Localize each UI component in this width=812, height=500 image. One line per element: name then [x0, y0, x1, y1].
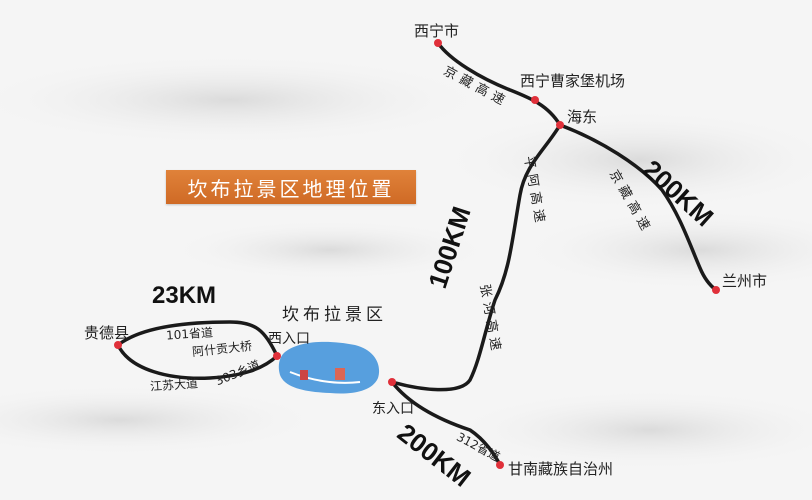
- road-jingzang-east: [558, 123, 718, 292]
- label-east-entrance: 东入口: [372, 401, 414, 417]
- label-xining: 西宁市: [414, 22, 460, 40]
- label-airport: 西宁曹家堡机场: [520, 72, 626, 90]
- marker-xining: [434, 39, 442, 47]
- road-312: [390, 380, 502, 467]
- road-pinga-zhanghe: [390, 123, 562, 392]
- label-guide: 贵德县: [84, 324, 130, 342]
- scenic-area-label: 坎布拉景区: [282, 305, 387, 325]
- label-haidong: 海东: [567, 108, 598, 126]
- marker-lanzhou: [712, 286, 720, 294]
- label-lanzhou: 兰州市: [722, 272, 768, 290]
- label-gannan: 甘南藏族自治州: [508, 460, 614, 478]
- map-title: 坎布拉景区地理位置: [166, 170, 416, 204]
- road-jingzang-north: [436, 41, 562, 127]
- marker-haidong: [556, 121, 564, 129]
- label-west-entrance: 西入口: [268, 331, 310, 347]
- distance-23km: 23KM: [152, 282, 217, 309]
- marker-gannan: [496, 461, 504, 469]
- marker-west-entrance: [273, 352, 281, 360]
- label-jiangsu: 江苏大道: [149, 376, 199, 394]
- marker-airport: [531, 96, 539, 104]
- marker-guide: [114, 341, 122, 349]
- marker-east-entrance: [388, 378, 396, 386]
- scenic-lake: [278, 341, 380, 394]
- road-101: [116, 320, 279, 358]
- road-303: [116, 343, 279, 380]
